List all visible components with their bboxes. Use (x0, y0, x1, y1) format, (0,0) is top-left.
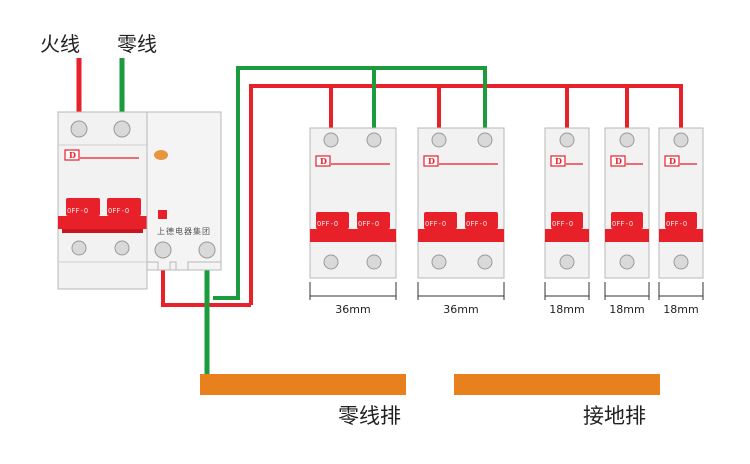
rcd-module (146, 111, 222, 271)
dimension-label: 36mm (335, 303, 371, 316)
ground-busbar (454, 374, 660, 395)
dimension-lines (309, 282, 704, 300)
neutral-wire-label: 零线 (117, 32, 157, 56)
dimension-label: 18mm (609, 303, 645, 316)
branch-breaker-4: D (604, 127, 650, 279)
handle-marking: OFF-O (67, 207, 89, 215)
handle-marking: OFF-O (666, 220, 688, 228)
dimension-label: 18mm (663, 303, 699, 316)
rcd-test-button[interactable] (154, 150, 168, 160)
svg-text:D: D (320, 156, 327, 166)
neutral-bar-label: 零线排 (338, 404, 401, 428)
handle-marking: OFF-O (358, 220, 380, 228)
dimension-label: 36mm (443, 303, 479, 316)
brand-label: 上德电器集团 (157, 227, 211, 236)
dimension-label: 18mm (549, 303, 585, 316)
handle-marking: OFF-O (317, 220, 339, 228)
neutral-bus-wire (213, 66, 487, 300)
svg-text:D: D (428, 156, 435, 166)
rcd-live-output-wire (161, 254, 251, 307)
branch-breaker-2: D (417, 127, 505, 279)
branch-breaker-3: D (544, 127, 590, 279)
handle-marking: OFF-O (612, 220, 634, 228)
branch-breaker-1: D (309, 127, 397, 279)
ground-bar-label: 接地排 (583, 404, 646, 428)
svg-text:D: D (555, 156, 562, 166)
handle-marking: OFF-O (108, 207, 130, 215)
main-breaker: D (57, 111, 148, 290)
handle-marking: OFF-O (466, 220, 488, 228)
neutral-busbar (200, 374, 406, 395)
svg-text:D: D (615, 156, 622, 166)
live-wire-label: 火线 (40, 32, 80, 56)
live-bus-wire (249, 84, 683, 305)
svg-text:D: D (669, 156, 676, 166)
svg-text:D: D (69, 150, 76, 160)
handle-marking: OFF-O (425, 220, 447, 228)
handle-marking: OFF-O (552, 220, 574, 228)
branch-breaker-5: D (658, 127, 704, 279)
